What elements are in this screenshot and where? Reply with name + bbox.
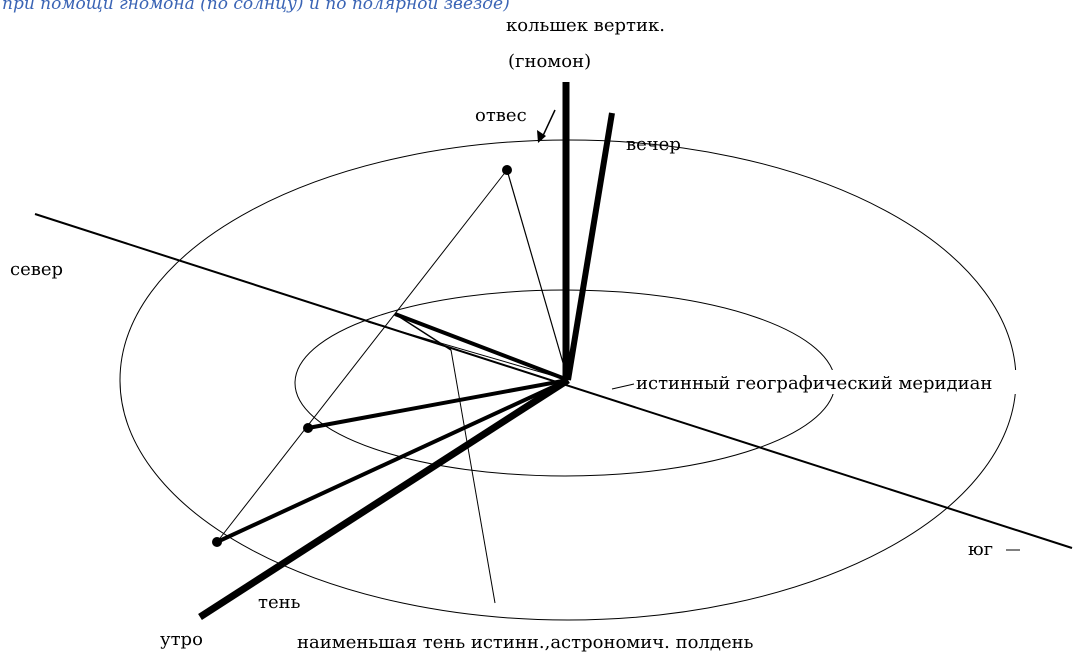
meridian-label: истинный географический меридиан xyxy=(636,373,992,394)
thin-line-to-meridian xyxy=(367,321,569,381)
noon-label: наименьшая тень истинн.,астрономич. полд… xyxy=(297,632,754,653)
morning-shadow-line xyxy=(216,378,569,544)
plumb-arrow-head xyxy=(537,130,546,143)
gnomon-label-line1: кольшек вертик. xyxy=(506,15,665,36)
noon-shadow-connector xyxy=(394,313,452,351)
south-label-bg xyxy=(966,537,1006,559)
thin-line-top-to-morning xyxy=(216,169,508,543)
mid-shadow-line xyxy=(307,378,569,430)
shadow-label: тень xyxy=(258,592,301,613)
noon-pointer-line xyxy=(450,349,496,604)
morning-label: утро xyxy=(160,629,203,650)
meridian-pointer xyxy=(611,383,635,390)
mid-point xyxy=(303,423,313,433)
thin-line-top-to-base xyxy=(506,169,569,381)
shadow-long-line xyxy=(198,377,570,620)
caption-text: при помощи гномона (по солнцу) и по поля… xyxy=(2,0,510,14)
meridian-label-bg xyxy=(634,370,1075,394)
plumb-label: отвес xyxy=(475,105,527,126)
north-label: север xyxy=(10,259,63,280)
morning-point xyxy=(212,537,222,547)
south-label: юг xyxy=(968,539,993,560)
evening-stick xyxy=(565,112,615,381)
noon-shadow-line xyxy=(394,312,569,382)
top-point xyxy=(502,165,512,175)
noon-label-bg xyxy=(294,631,894,655)
gnomon-label-line2: (гномон) xyxy=(508,51,591,72)
evening-label: вечер xyxy=(626,134,681,155)
